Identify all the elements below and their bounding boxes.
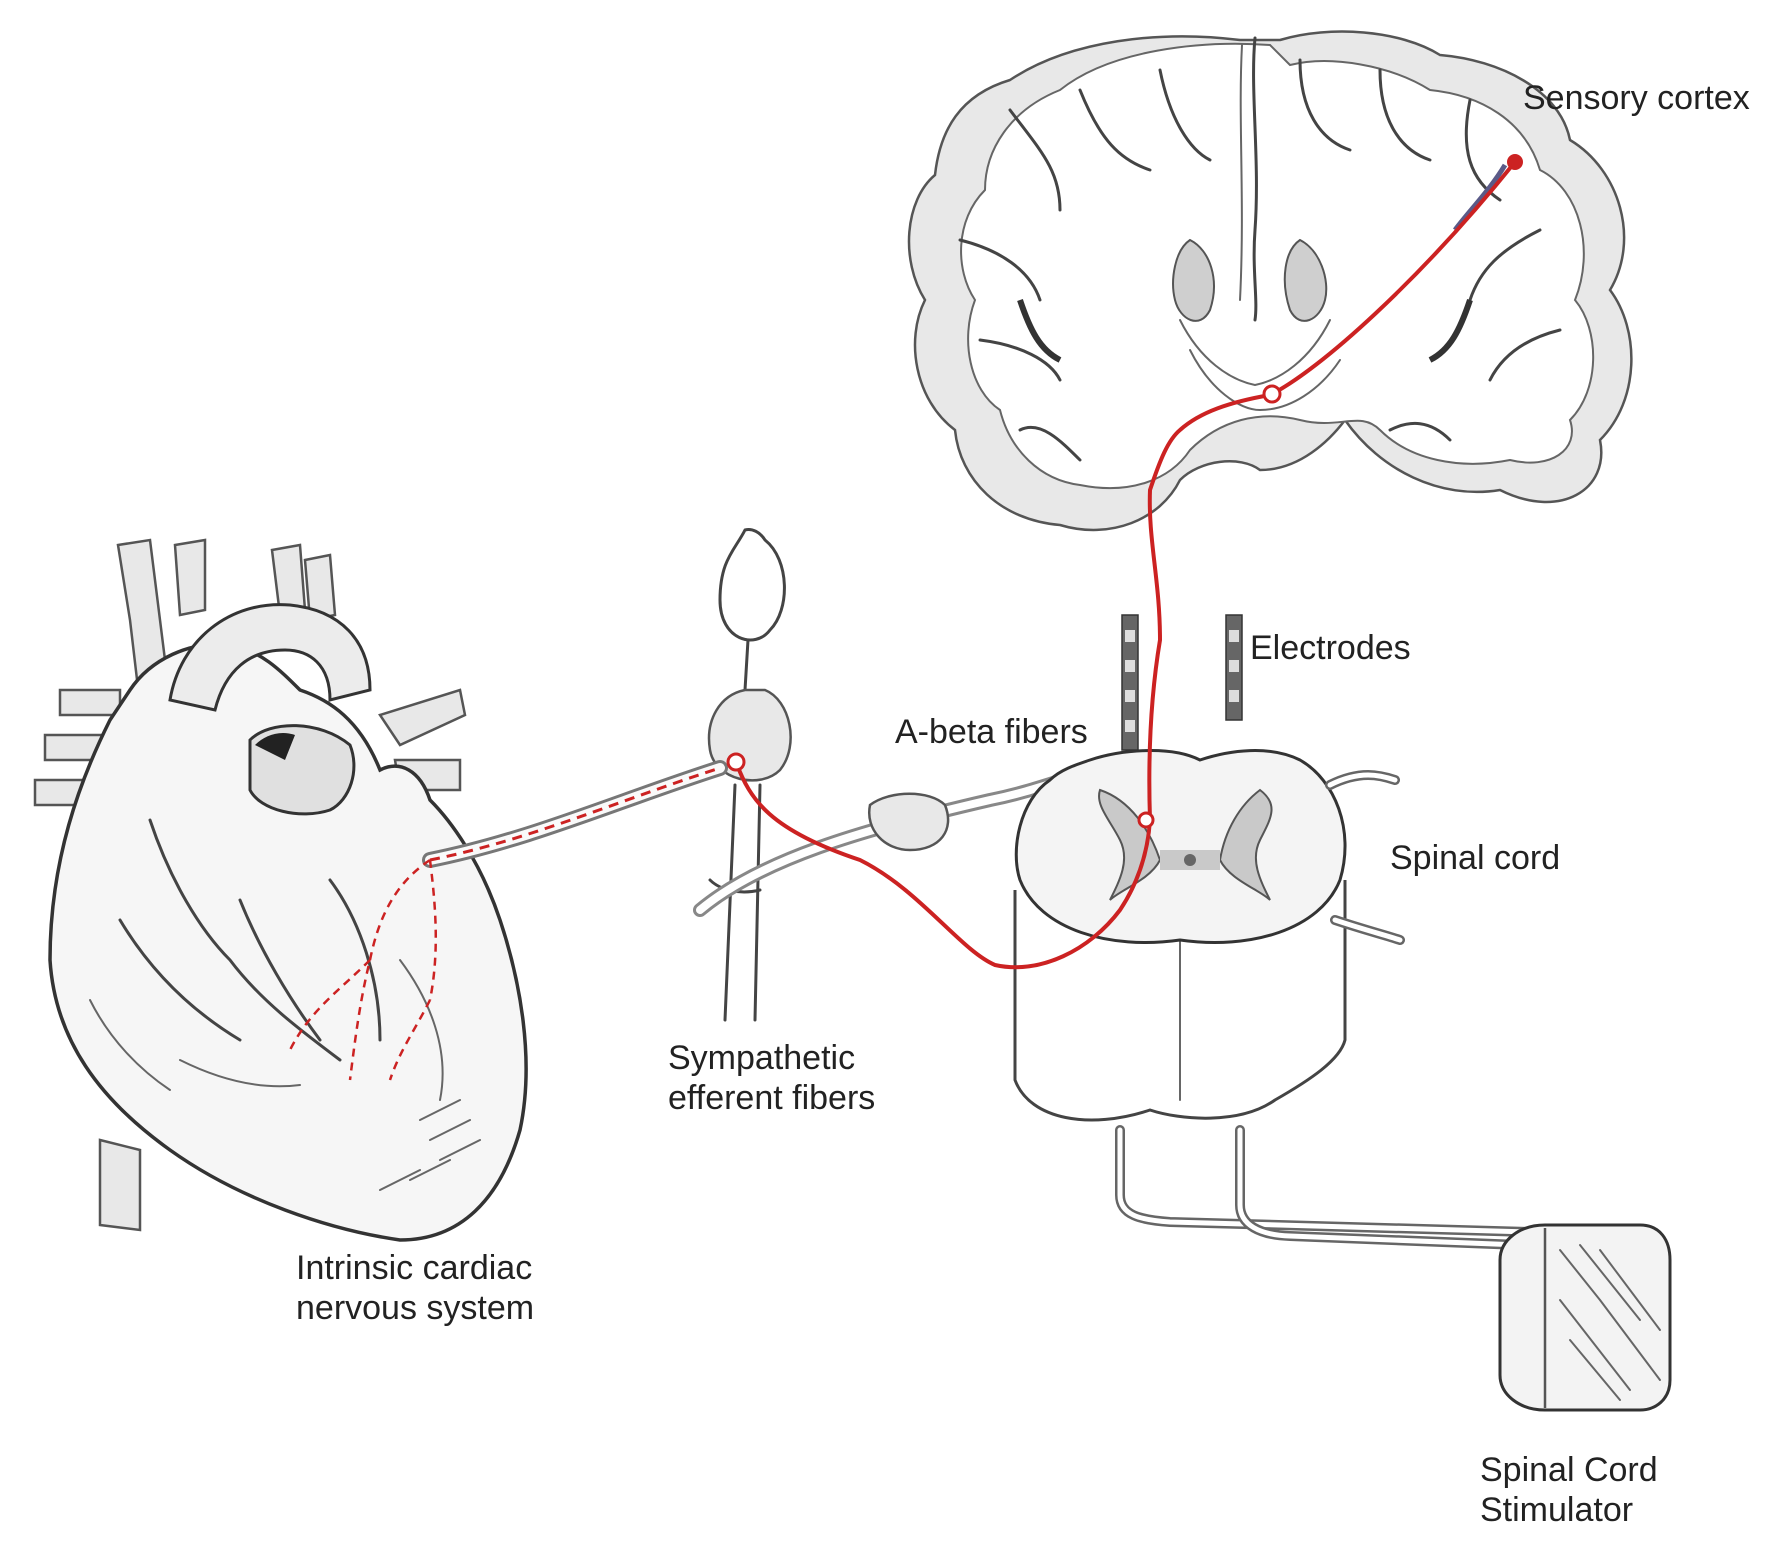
label-stimulator-line2: Stimulator bbox=[1480, 1491, 1634, 1529]
label-intrinsic-cardiac-line2: nervous system bbox=[296, 1289, 535, 1327]
label-sympathetic-efferent-fibers-line1: Sympathetic bbox=[668, 1039, 856, 1077]
sensory-pathway bbox=[288, 154, 1523, 1081]
label-stimulator-line1: Spinal Cord bbox=[1480, 1451, 1658, 1489]
spinal-cord-cross-section bbox=[1013, 749, 1405, 1122]
heart-illustration bbox=[33, 538, 528, 1242]
sympathetic-efferent-cable bbox=[422, 760, 728, 868]
label-spinal-cord: Spinal cord bbox=[1390, 839, 1561, 877]
label-electrodes: Electrodes bbox=[1250, 629, 1411, 667]
label-sympathetic-efferent-fibers-line2: efferent fibers bbox=[668, 1079, 876, 1117]
label-a-beta-fibers: A-beta fibers bbox=[895, 713, 1088, 751]
spinal-cord-stimulator-device bbox=[1498, 1223, 1672, 1412]
label-intrinsic-cardiac-line1: Intrinsic cardiac bbox=[296, 1249, 533, 1287]
electrode-leads bbox=[1121, 614, 1243, 751]
brain-coronal-section bbox=[907, 30, 1633, 532]
label-sensory-cortex: Sensory cortex bbox=[1523, 79, 1750, 117]
stimulator-lead-wires bbox=[1115, 1125, 1570, 1260]
